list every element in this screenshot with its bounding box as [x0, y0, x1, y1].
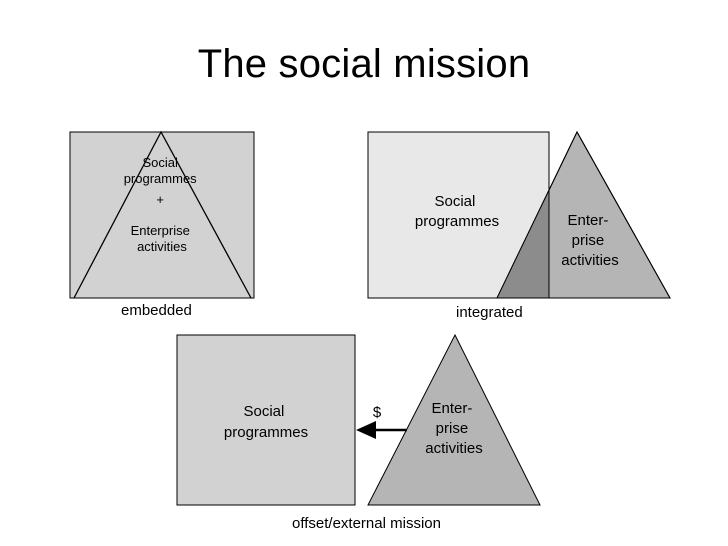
slide-title: The social mission [197, 42, 531, 86]
integrated-tri-text-1: Enter- [567, 212, 608, 229]
embedded-triangle [73, 130, 252, 299]
integrated-model: Social programmes Enter- prise activitie… [367, 130, 671, 299]
offset-model: $ Social programmes Enter- prise activit… [176, 333, 541, 506]
svg-text:Social programmes: Social programmes + Enterprise activitie… [124, 155, 201, 254]
embedded-text-5: activities [137, 239, 187, 254]
svg-text:Social programmes: Social programmes [224, 403, 308, 441]
svg-text:Enter- prise a: Enter- prise activities [561, 212, 619, 269]
integrated-tri-text-2: prise [572, 232, 605, 249]
svg-text:Social programmes: Social programmes [415, 193, 499, 230]
embedded-text-3: + [156, 192, 164, 207]
svg-text:Enter- prise a: Enter- prise activities [425, 400, 483, 457]
offset-arrow-head [356, 421, 376, 439]
offset-caption: offset/external mission [292, 515, 441, 532]
offset-arrow-label: $ [373, 404, 382, 421]
integrated-caption: integrated [456, 304, 523, 321]
embedded-text-4: Enterprise [131, 223, 190, 238]
offset-triangle [367, 333, 541, 506]
offset-box-text-2: programmes [224, 424, 308, 441]
offset-tri-text-2: prise [436, 420, 469, 437]
embedded-caption: embedded [121, 302, 192, 319]
embedded-box [69, 131, 255, 299]
embedded-text-1: Social [142, 155, 178, 170]
offset-box-text-1: Social [243, 403, 284, 420]
offset-tri-text-3: activities [425, 440, 483, 457]
offset-tri-text-1: Enter- [431, 400, 472, 417]
integrated-box-text-2: programmes [415, 213, 499, 230]
integrated-box-text-1: Social [434, 193, 475, 210]
integrated-tri-text-3: activities [561, 252, 619, 269]
offset-box [176, 334, 356, 506]
embedded-text-2: programmes [124, 171, 197, 186]
embedded-model: Social programmes + Enterprise activitie… [69, 130, 255, 299]
